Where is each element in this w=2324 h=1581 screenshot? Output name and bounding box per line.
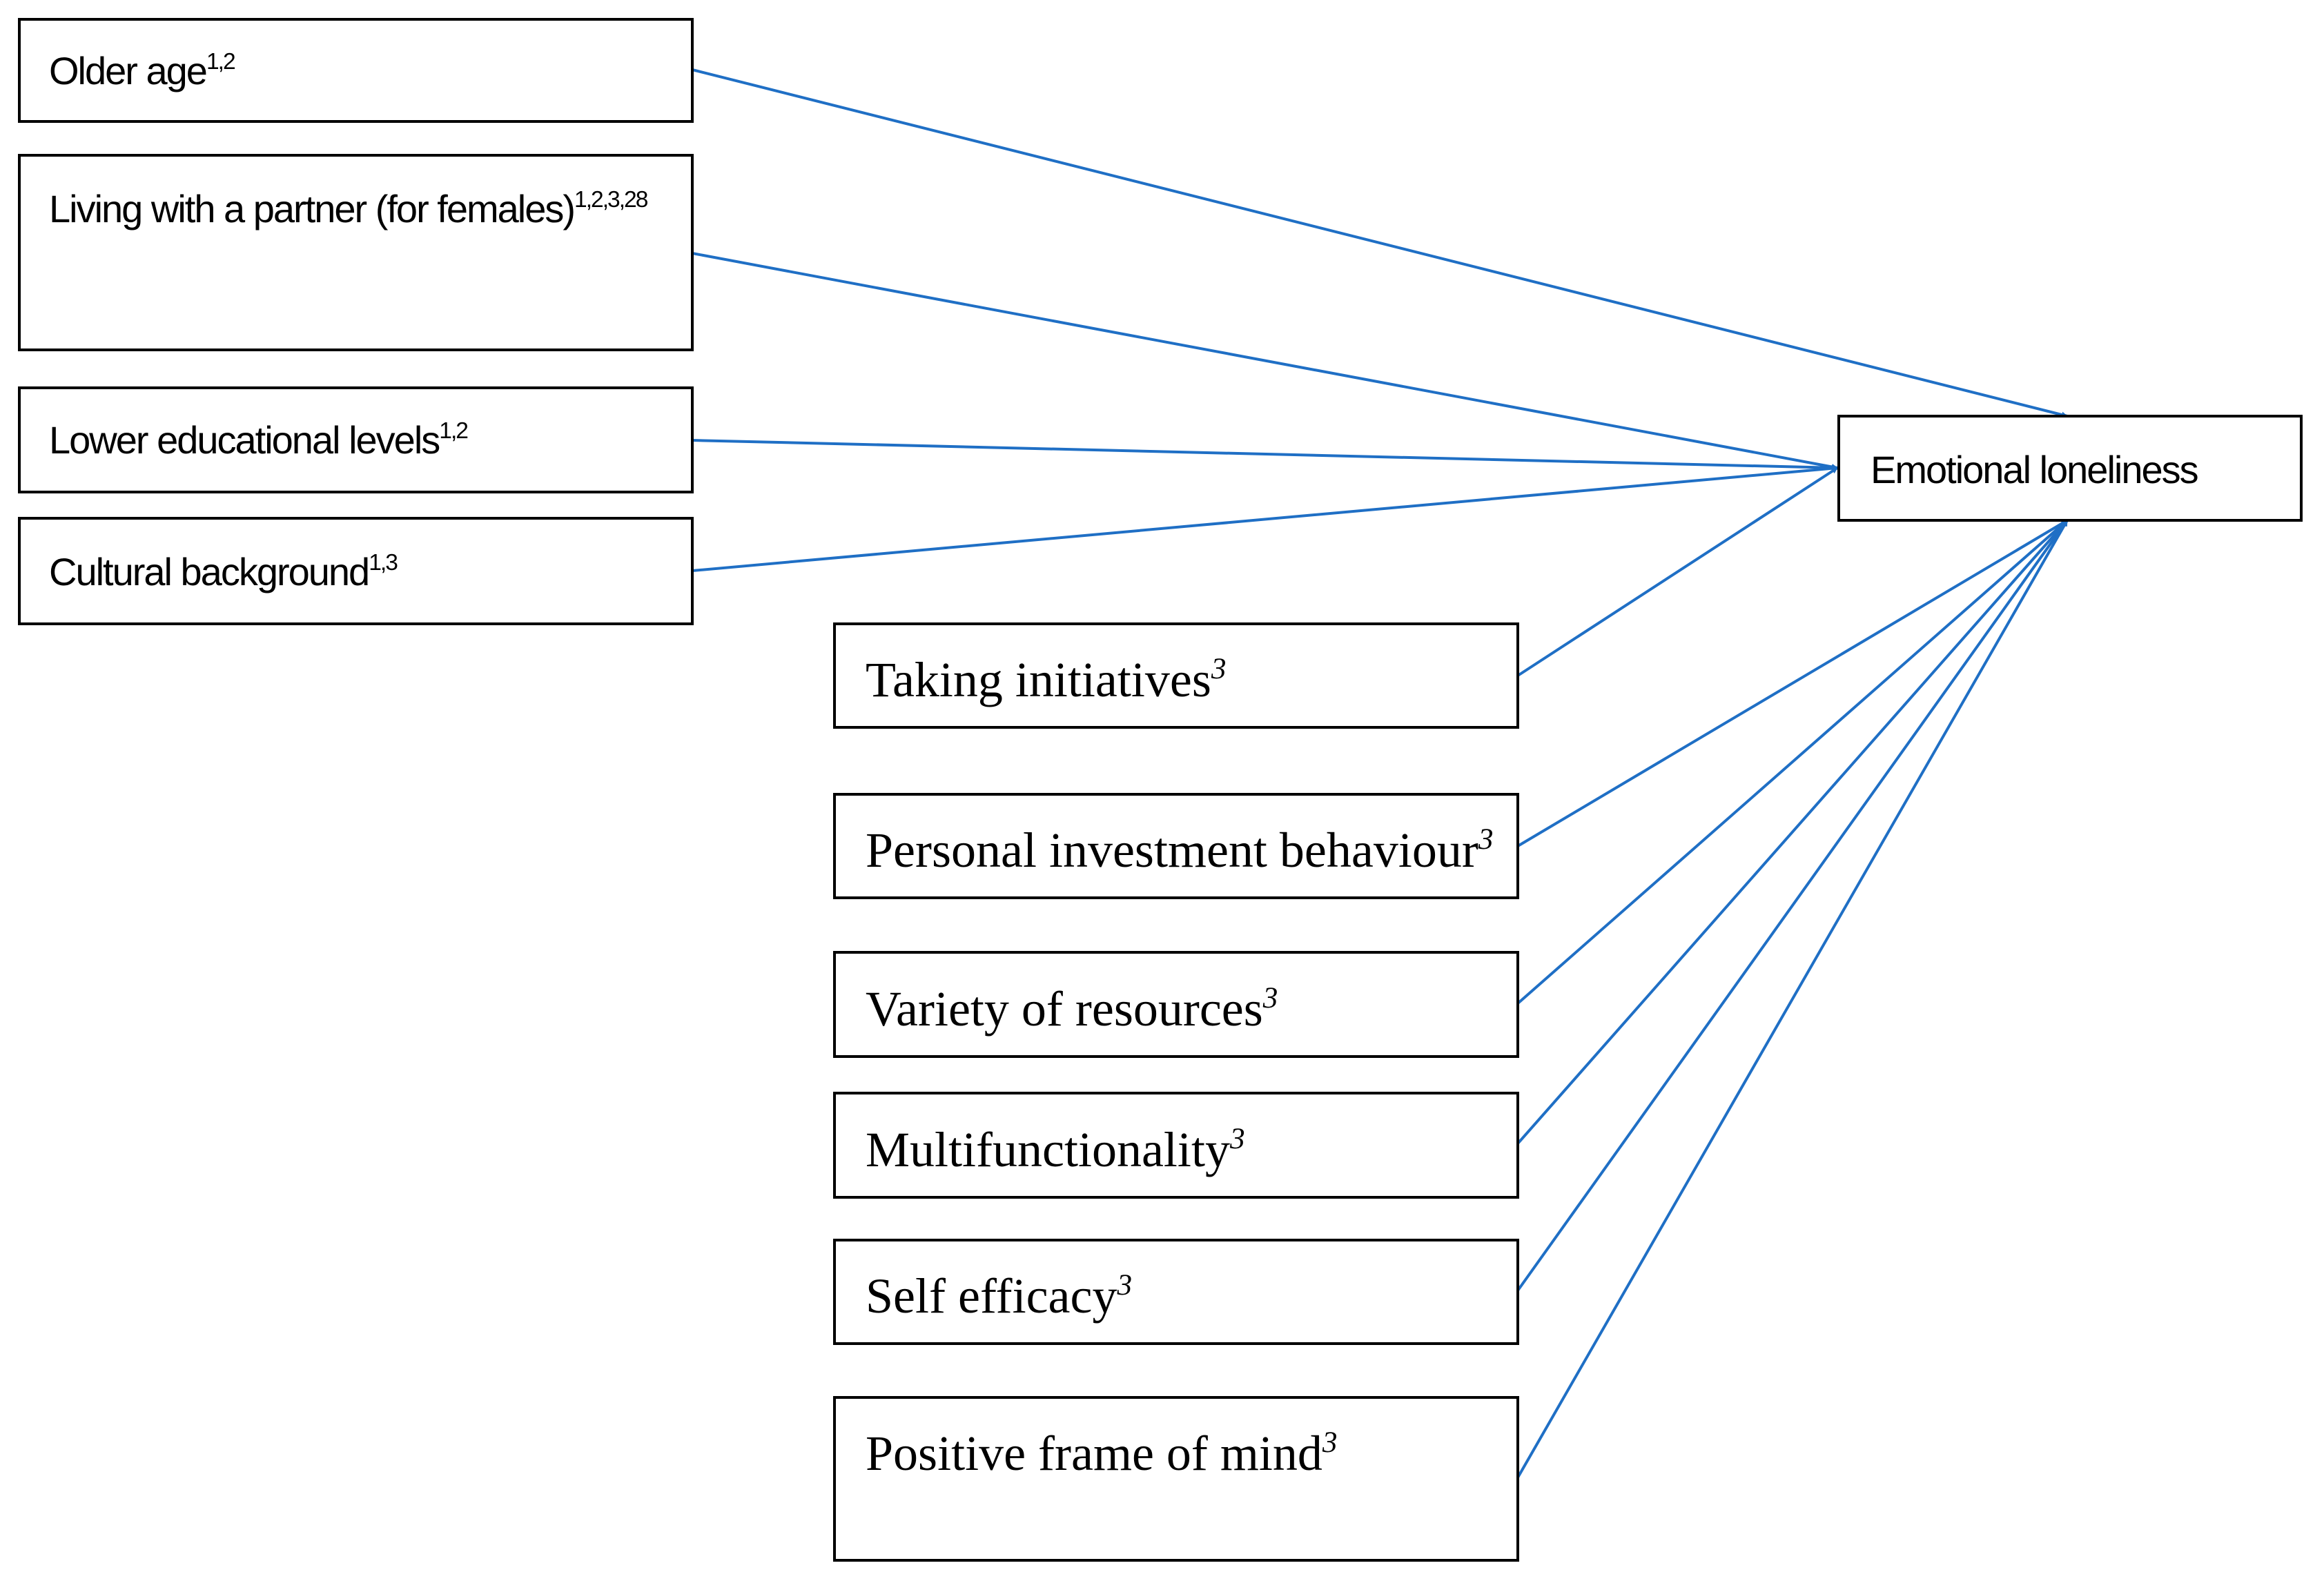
arrow-to-emotional-loneliness bbox=[1516, 519, 2069, 847]
factor-refs: 3 bbox=[1229, 1123, 1245, 1155]
factor-label: Older age bbox=[49, 49, 206, 92]
factor-label: Variety of resources bbox=[866, 981, 1263, 1037]
factor-self-efficacy: Self efficacy3 bbox=[833, 1239, 1519, 1345]
factor-label: Living with a partner (for females) bbox=[49, 187, 574, 230]
factor-refs: 3 bbox=[1262, 982, 1278, 1014]
factor-taking-initiatives: Taking initiatives3 bbox=[833, 622, 1519, 729]
svg-text:Multifunctionality3: Multifunctionality3 bbox=[866, 1122, 1245, 1177]
svg-text:Variety of resources3: Variety of resources3 bbox=[866, 981, 1278, 1037]
svg-text:Lower educational levels1,2: Lower educational levels1,2 bbox=[49, 418, 467, 462]
arrow-to-emotional-loneliness bbox=[692, 252, 1838, 470]
factor-lower-education: Lower educational levels1,2 bbox=[18, 386, 694, 493]
arrow-to-emotional-loneliness bbox=[1516, 519, 2069, 1145]
svg-text:Personal investment behaviour3: Personal investment behaviour3 bbox=[866, 823, 1493, 878]
svg-text:Cultural background1,3: Cultural background1,3 bbox=[49, 550, 398, 593]
svg-text:Older age1,2: Older age1,2 bbox=[49, 49, 235, 92]
factor-living-with-partner: Living with a partner (for females)1,2,3… bbox=[18, 154, 694, 351]
arrow-to-emotional-loneliness bbox=[692, 68, 2068, 418]
factor-personal-investment: Personal investment behaviour3 bbox=[833, 793, 1519, 899]
factor-label: Taking initiatives bbox=[866, 652, 1211, 707]
factor-label: Positive frame of mind bbox=[866, 1426, 1322, 1481]
factor-refs: 3 bbox=[1116, 1269, 1132, 1302]
factor-older-age: Older age1,2 bbox=[18, 18, 694, 123]
arrow-to-emotional-loneliness bbox=[1516, 467, 1839, 677]
svg-text:Positive frame of mind3: Positive frame of mind3 bbox=[866, 1426, 1337, 1481]
factor-multifunctionality: Multifunctionality3 bbox=[833, 1092, 1519, 1199]
factor-label: Personal investment behaviour bbox=[866, 823, 1478, 878]
factor-refs: 3 bbox=[1211, 653, 1227, 685]
arrow-to-emotional-loneliness bbox=[692, 439, 1838, 471]
factor-refs: 1,2 bbox=[439, 418, 467, 444]
factor-refs: 1,2 bbox=[206, 49, 235, 75]
factor-refs: 1,3 bbox=[369, 550, 398, 576]
factor-label: Cultural background bbox=[49, 550, 369, 593]
factor-variety-of-resources: Variety of resources3 bbox=[833, 951, 1519, 1058]
arrow-to-emotional-loneliness bbox=[1516, 519, 2069, 1005]
arrow-to-emotional-loneliness bbox=[1516, 519, 2069, 1292]
svg-text:Living with a partner (for fem: Living with a partner (for females)1,2,3… bbox=[49, 187, 648, 230]
factor-cultural-background: Cultural background1,3 bbox=[18, 517, 694, 625]
outcome-label: Emotional loneliness bbox=[1871, 448, 2198, 491]
factor-label: Self efficacy bbox=[866, 1268, 1117, 1324]
factor-refs: 1,2,3,28 bbox=[574, 187, 648, 213]
factor-label: Multifunctionality bbox=[866, 1122, 1230, 1177]
svg-text:Taking initiatives3: Taking initiatives3 bbox=[866, 652, 1226, 707]
factor-refs: 3 bbox=[1478, 823, 1494, 856]
outcome-emotional-loneliness: Emotional loneliness bbox=[1837, 415, 2303, 522]
arrow-to-emotional-loneliness bbox=[1516, 520, 2069, 1478]
factor-positive-frame-of-mind: Positive frame of mind3 bbox=[833, 1396, 1519, 1562]
factor-refs: 3 bbox=[1322, 1426, 1338, 1459]
factor-label: Lower educational levels bbox=[49, 418, 439, 462]
arrow-to-emotional-loneliness bbox=[692, 465, 1838, 572]
svg-text:Self efficacy3: Self efficacy3 bbox=[866, 1268, 1132, 1324]
